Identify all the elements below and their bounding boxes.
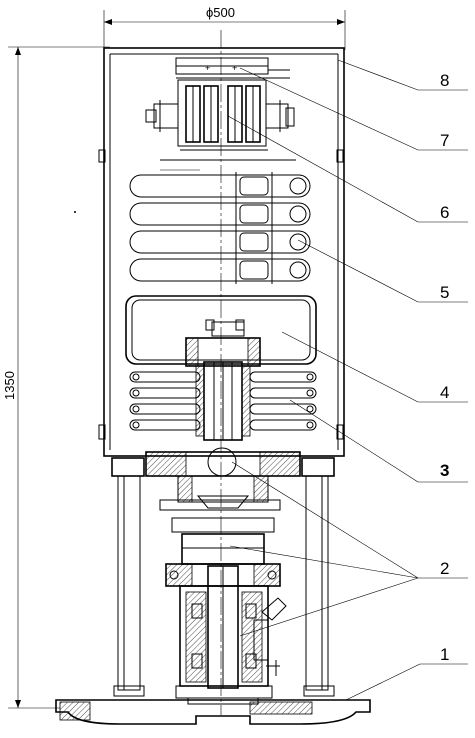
drive-column <box>165 517 287 699</box>
lower-flange <box>145 447 301 511</box>
callout-2: 2 <box>440 559 449 578</box>
base-plate <box>55 697 371 725</box>
callout-6: 6 <box>440 203 449 222</box>
callout-1: 1 <box>440 645 449 664</box>
coil-tubes <box>129 169 311 284</box>
coil-row-1 <box>129 174 311 198</box>
support-legs <box>111 457 335 697</box>
cabinet <box>74 47 345 457</box>
diameter-label: ϕ500 <box>206 5 235 20</box>
dimension-height: 1350 <box>2 46 110 709</box>
housing <box>125 295 317 365</box>
svg-text:+: + <box>205 63 210 73</box>
coil-row-3 <box>129 230 311 254</box>
valve-body <box>185 319 261 441</box>
callout-3: 3 <box>440 461 449 480</box>
dimension-diameter: ϕ500 <box>103 5 346 50</box>
callout-7: 7 <box>440 131 449 150</box>
height-label: 1350 <box>2 371 17 400</box>
svg-text:+: + <box>232 63 237 73</box>
terminal-assembly: + + <box>145 57 296 161</box>
leader-lines <box>227 59 468 701</box>
callout-labels: 8 7 6 5 4 3 2 1 <box>440 71 449 664</box>
coil-row-4 <box>129 258 311 282</box>
callout-4: 4 <box>440 383 449 402</box>
coil-row-2 <box>129 202 311 226</box>
callout-8: 8 <box>440 71 449 90</box>
callout-5: 5 <box>440 283 449 302</box>
fin-stack <box>129 371 317 431</box>
